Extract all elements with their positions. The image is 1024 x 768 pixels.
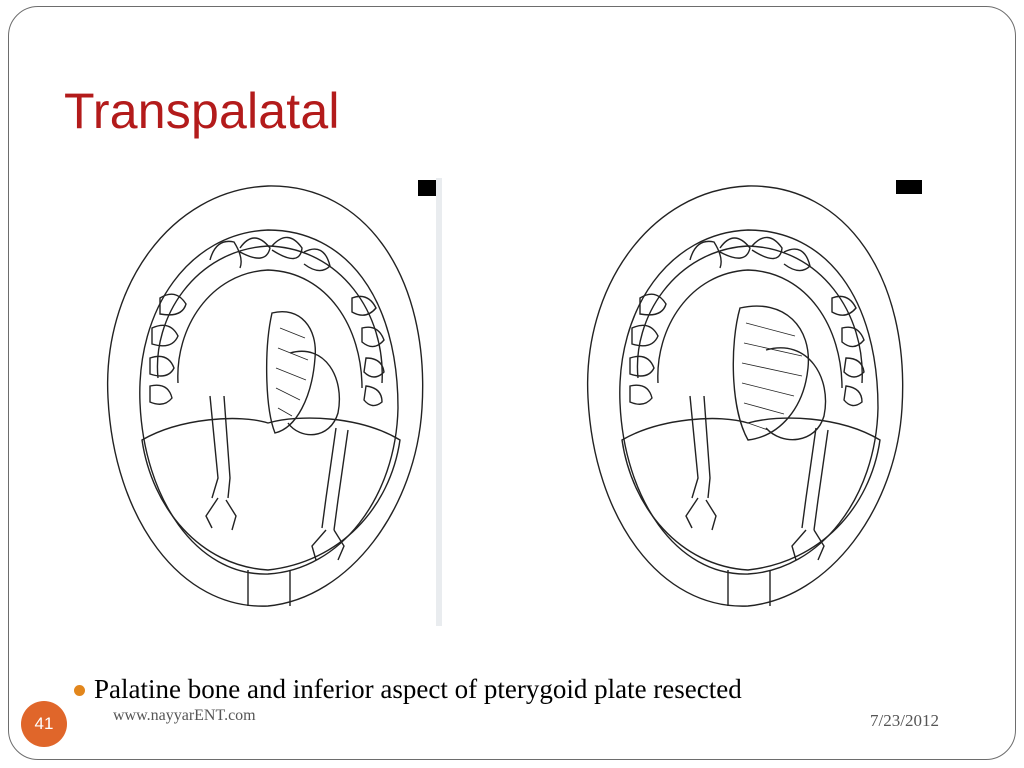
- scan-shade: [436, 178, 442, 626]
- surgical-drawing-right: [586, 185, 904, 607]
- bullet-text: Palatine bone and inferior aspect of pte…: [94, 674, 742, 704]
- illustration-right: [580, 178, 922, 626]
- slide-title: Transpalatal: [64, 83, 340, 139]
- corner-marker: [896, 180, 922, 194]
- corner-marker: [418, 180, 436, 196]
- footer-date: 7/23/2012: [870, 711, 939, 730]
- slide-frame: [8, 6, 1016, 760]
- illustration-left: [100, 178, 442, 626]
- slide-number-badge: 41: [21, 701, 67, 747]
- footer-url: www.nayyarENT.com: [113, 707, 256, 724]
- bullet-dot-icon: [74, 685, 85, 696]
- surgical-drawing-left: [106, 185, 424, 607]
- bullet-item: Palatine bone and inferior aspect of pte…: [74, 674, 742, 705]
